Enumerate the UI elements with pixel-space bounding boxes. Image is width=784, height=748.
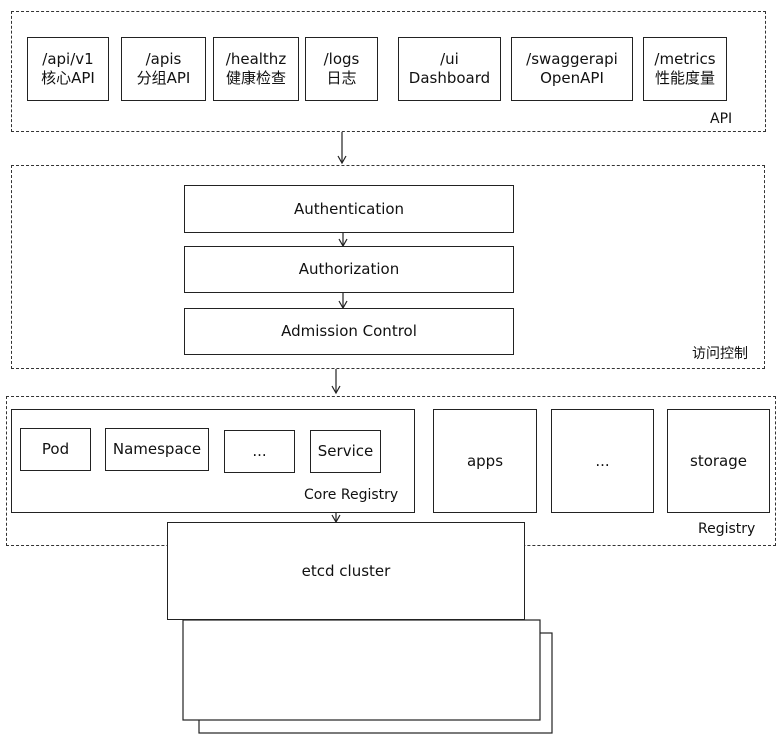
- authentication-step: Authentication: [184, 185, 514, 233]
- endpoint-desc: 性能度量: [654, 69, 715, 87]
- endpoint-desc: 健康检查: [225, 69, 286, 87]
- endpoint-swaggerapi: /swaggerapi OpenAPI: [511, 37, 633, 101]
- endpoint-desc: OpenAPI: [540, 69, 604, 87]
- endpoint-path: /apis: [145, 50, 182, 68]
- etcd-stack-middle: [182, 619, 541, 721]
- endpoint-desc: Dashboard: [408, 69, 491, 87]
- endpoint-path: /ui: [440, 50, 459, 68]
- etcd-cluster-box: etcd cluster: [167, 522, 525, 620]
- endpoint-path: /swaggerapi: [526, 50, 618, 68]
- registry-item-service: Service: [310, 430, 381, 473]
- registry-item-pod: Pod: [20, 428, 91, 471]
- authorization-step: Authorization: [184, 246, 514, 293]
- endpoint-desc: 日志: [326, 69, 357, 87]
- endpoint-path: /api/v1: [42, 50, 94, 68]
- endpoint-metrics: /metrics 性能度量: [643, 37, 727, 101]
- registry-group-apps: apps: [433, 409, 537, 513]
- endpoint-ui: /ui Dashboard: [398, 37, 501, 101]
- access-control-section: [11, 165, 765, 369]
- endpoint-desc: 分组API: [136, 69, 191, 87]
- endpoint-path: /metrics: [654, 50, 716, 68]
- registry-group-storage: storage: [667, 409, 770, 513]
- etcd-stack-back: [198, 632, 553, 734]
- endpoint-path: /healthz: [225, 50, 287, 68]
- endpoint-api-v1: /api/v1 核心API: [27, 37, 109, 101]
- endpoint-path: /logs: [323, 50, 360, 68]
- registry-group-ellipsis: ...: [551, 409, 654, 513]
- endpoint-apis: /apis 分组API: [121, 37, 206, 101]
- api-section-label: API: [710, 111, 733, 127]
- access-control-label: 访问控制: [692, 346, 748, 362]
- registry-item-namespace: Namespace: [105, 428, 209, 471]
- registry-item-ellipsis: ...: [224, 430, 295, 473]
- endpoint-healthz: /healthz 健康检查: [213, 37, 299, 101]
- api-section: [11, 11, 766, 132]
- registry-label: Registry: [698, 521, 756, 537]
- endpoint-desc: 核心API: [41, 69, 95, 87]
- core-registry-label: Core Registry: [304, 487, 399, 503]
- admission-control-step: Admission Control: [184, 308, 514, 355]
- endpoint-logs: /logs 日志: [305, 37, 378, 101]
